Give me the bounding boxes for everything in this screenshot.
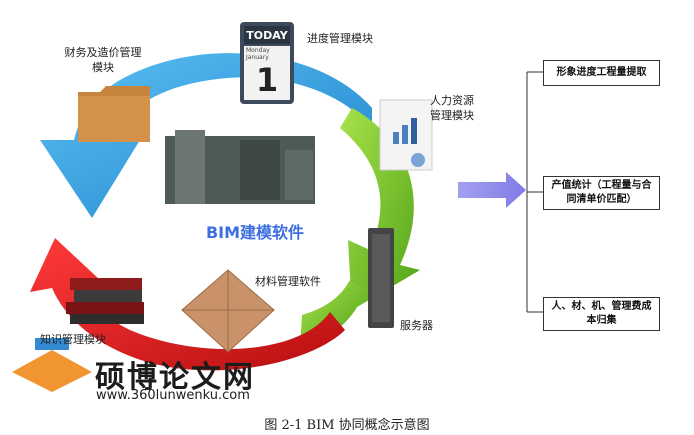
bim-building-image: [165, 130, 315, 204]
output-bracket: [526, 71, 543, 313]
knowledge-module-label: 知识管理模块: [40, 333, 106, 346]
output-box-progress-quantity: 形象进度工程量提取: [543, 60, 660, 86]
material-software-label: 材料管理软件: [255, 275, 321, 288]
connector-arrow: [458, 172, 526, 208]
calendar-weekday: Monday: [246, 47, 270, 54]
bim-software-title: BIM建模软件: [205, 223, 305, 242]
finance-label-line1: 财务及造价管理: [64, 46, 142, 59]
calendar-icon: [240, 22, 294, 104]
figure-caption: 图 2-1 BIM 协同概念示意图: [264, 418, 430, 433]
hr-report-icon: [379, 99, 433, 171]
finance-label-line2: 模块: [92, 61, 114, 74]
calendar-month: January: [246, 54, 269, 61]
server-icon: [368, 228, 394, 328]
hr-label-line2: 管理模块: [430, 109, 474, 122]
finance-module-label: 财务及造价管理 模块: [58, 45, 148, 75]
calendar-today: TODAY: [246, 29, 288, 42]
watermark-name: 硕博论文网: [95, 360, 255, 395]
folder-icon: [78, 86, 150, 142]
output-box-cost-collection: 人、材、机、管理费成本归集: [543, 297, 660, 331]
hr-module-label: 人力资源 管理模块: [430, 93, 474, 123]
calendar-day: 1: [255, 61, 279, 99]
red-cycle-arrow: [30, 238, 345, 371]
server-label: 服务器: [400, 319, 433, 332]
material-pyramid-icon: [181, 269, 275, 353]
books-icon: [66, 278, 144, 324]
hr-label-line1: 人力资源: [430, 94, 474, 107]
watermark-logo: [12, 338, 92, 392]
progress-module-label: 进度管理模块: [307, 32, 373, 45]
output-box-output-value: 产值统计（工程量与合同清单价匹配）: [543, 176, 660, 210]
watermark-url: www.360lunwenku.com: [96, 388, 250, 403]
